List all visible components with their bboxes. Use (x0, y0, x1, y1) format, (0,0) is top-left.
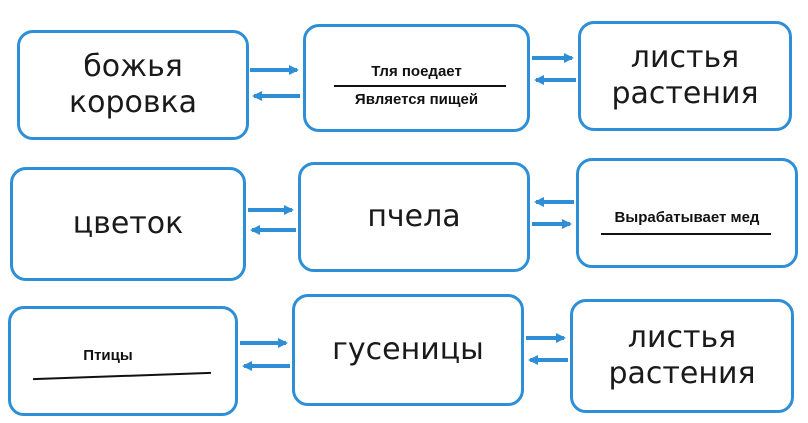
box-leaves-3-label: листья растения (608, 320, 756, 391)
box-caterpillars: гусеницы (292, 294, 524, 406)
underline-produces-honey (601, 233, 771, 235)
box-bee-label: пчела (367, 199, 461, 234)
box-ladybug: божья коровка (17, 30, 249, 140)
text-birds: Птицы (83, 347, 133, 364)
box-caterpillars-label: гусеницы (332, 332, 484, 367)
box-bee: пчела (298, 162, 530, 272)
box-relation-1: Тля поедает Является пищей (303, 24, 530, 132)
box-flower-label: цветок (72, 206, 184, 241)
box-birds: Птицы (8, 306, 238, 416)
box-leaves-1-label: листья растения (611, 40, 759, 111)
box-produces-honey: Вырабатывает мед (576, 158, 798, 268)
text-produces-honey: Вырабатывает мед (614, 209, 760, 226)
underline-aphid-eats (334, 85, 506, 87)
box-leaves-1: листья растения (578, 21, 792, 131)
text-is-food: Является пищей (354, 91, 479, 108)
box-flower: цветок (10, 167, 246, 281)
box-ladybug-label: божья коровка (68, 49, 198, 120)
text-aphid-eats: Тля поедает (371, 63, 462, 80)
box-leaves-3: листья растения (570, 299, 794, 413)
